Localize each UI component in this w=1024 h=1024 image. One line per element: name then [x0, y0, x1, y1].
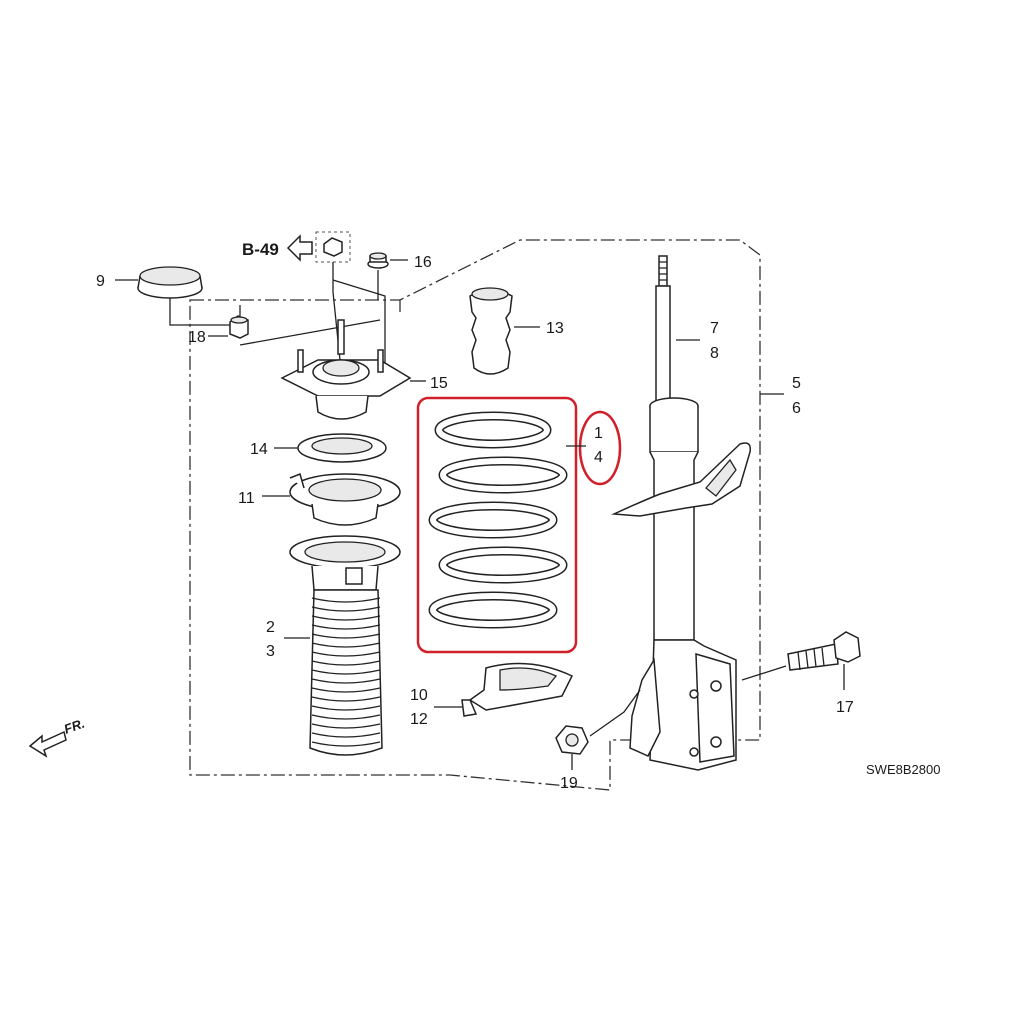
nut-part-19: [555, 725, 589, 755]
front-label: FR.: [62, 716, 87, 737]
leader-18-bracket: [239, 319, 381, 346]
leader-9-bracket: [169, 298, 240, 326]
reference-nut: [323, 237, 343, 257]
seat-part-11: [289, 472, 401, 526]
boot-rib: [311, 624, 381, 630]
mount-part-15: [280, 319, 412, 420]
callout-5: 5: [792, 375, 801, 392]
boot-rib: [311, 714, 381, 720]
boot-rib: [311, 696, 381, 702]
boot-rib: [311, 732, 381, 738]
boot-rib: [311, 633, 381, 639]
boot-rib: [311, 597, 381, 603]
callout-6: 6: [792, 400, 801, 417]
callout-highlight-ellipse: [578, 410, 622, 486]
boot-rib: [311, 705, 381, 711]
nut-part-16: [367, 252, 389, 269]
callout-3: 3: [266, 643, 275, 660]
spring-highlight-box: [416, 396, 578, 654]
drawing-code: SWE8B2800: [866, 762, 940, 777]
callout-2: 2: [266, 619, 275, 636]
boot-rib: [311, 642, 381, 648]
spring-coil-fill: [430, 503, 556, 537]
front-direction-arrow: [28, 730, 67, 758]
callout-16: 16: [414, 254, 432, 271]
callout-12: 12: [410, 711, 428, 728]
callout-1: 1: [594, 425, 603, 442]
leader-ref-nut-2: [332, 279, 386, 370]
spring-coil-fill: [440, 548, 566, 582]
reference-arrow: [286, 234, 313, 262]
callout-9: 9: [96, 273, 105, 290]
callout-14: 14: [250, 441, 268, 458]
callout-18: 18: [188, 329, 206, 346]
callout-8: 8: [710, 345, 719, 362]
callout-7: 7: [710, 320, 719, 337]
callout-11: 11: [238, 490, 255, 507]
boot-rib: [311, 615, 381, 621]
washer-part-14: [297, 433, 387, 463]
leader-19-strut: [589, 689, 641, 737]
boot-rib: [311, 669, 381, 675]
boot-rib: [311, 678, 381, 684]
bumpstop-part-13: [469, 287, 513, 375]
callout-17: 17: [836, 699, 854, 716]
lower-seat-part-10-12: [461, 662, 574, 717]
spring-coil-fill: [440, 458, 566, 492]
callout-4: 4: [594, 449, 603, 466]
coil-spring-part-1-4: [428, 411, 568, 629]
bolt-part-17: [787, 631, 861, 671]
boot-rib: [311, 741, 381, 747]
nut-part-18: [229, 315, 249, 339]
callout-13: 13: [546, 320, 564, 337]
boot-part-2-3: [289, 535, 401, 756]
boot-rib: [311, 687, 381, 693]
reference-label: B-49: [242, 240, 279, 259]
cap-part-9: [137, 266, 203, 299]
boot-ribs: [311, 597, 381, 747]
boot-rib: [311, 723, 381, 729]
spring-coil-fill: [436, 413, 550, 447]
strut-body-part-5-6: [611, 397, 752, 771]
boot-rib: [311, 651, 381, 657]
boot-rib: [311, 660, 381, 666]
strut-rod-part-7-8: [655, 255, 671, 407]
boot-rib: [311, 606, 381, 612]
callout-19: 19: [560, 775, 578, 792]
callout-10: 10: [410, 687, 428, 704]
spring-coil-fill: [430, 593, 556, 627]
leader-17-bolt: [741, 665, 787, 681]
callout-15: 15: [430, 375, 448, 392]
